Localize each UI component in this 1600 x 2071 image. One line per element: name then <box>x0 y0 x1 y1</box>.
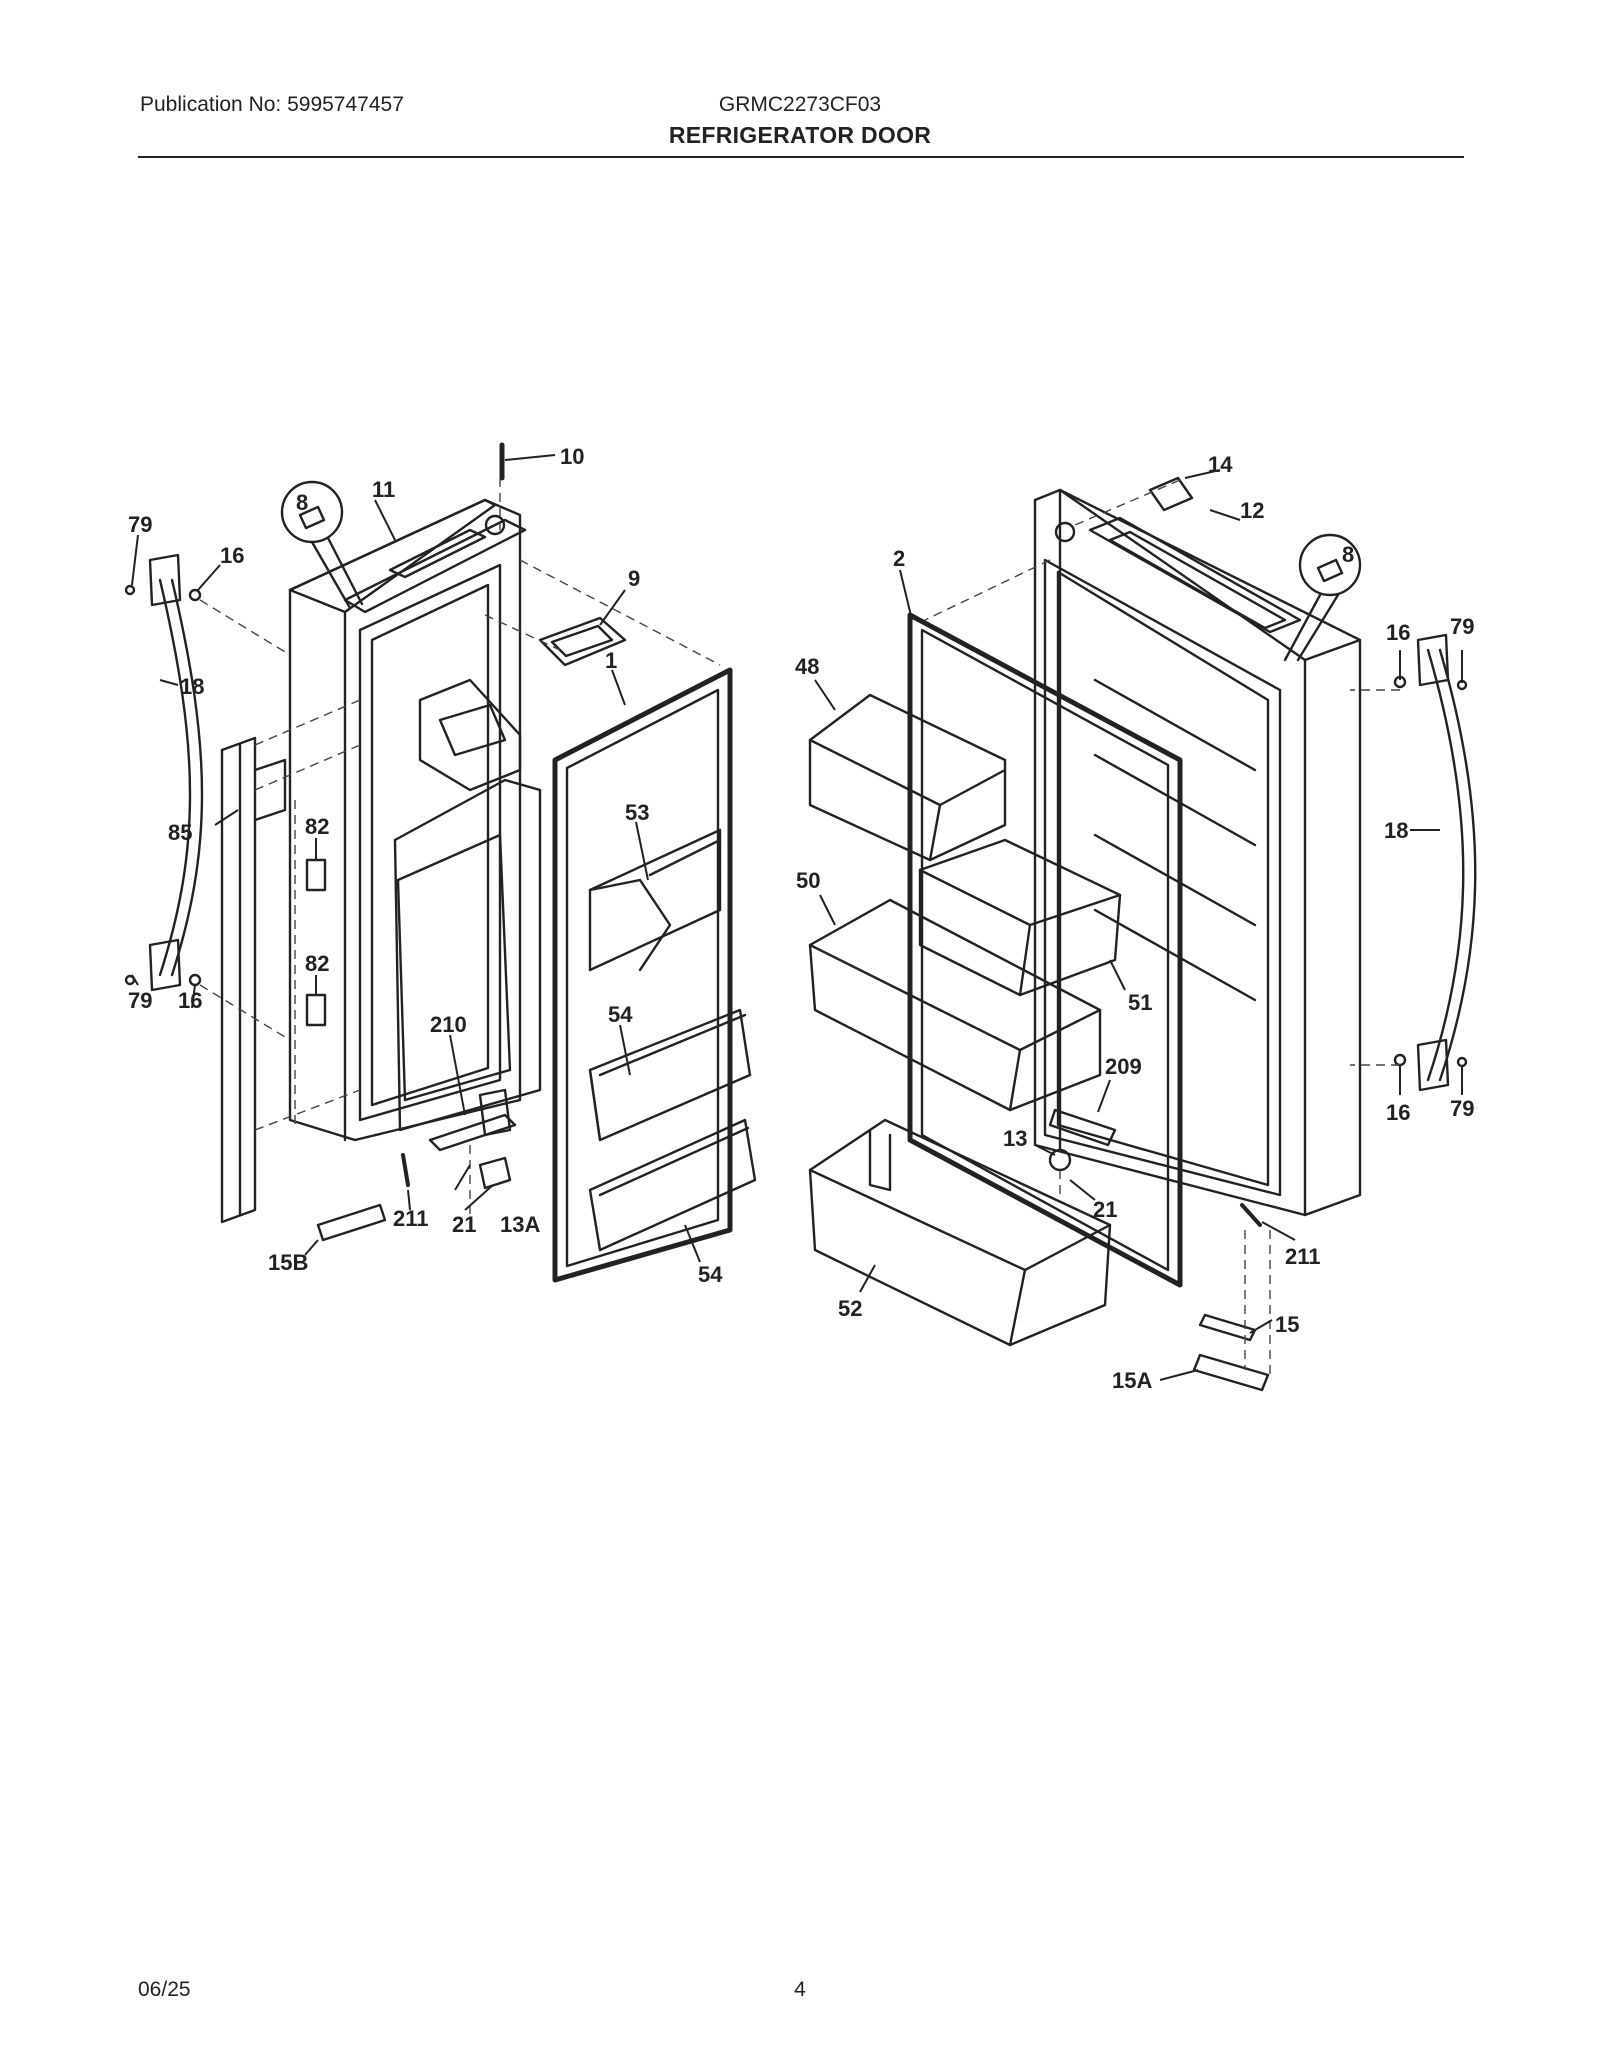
callout-8-left: 8 <box>296 490 308 515</box>
screw-16-top-left <box>188 588 202 602</box>
callout-52: 52 <box>838 1296 862 1321</box>
right-door-cabinet <box>1033 488 1362 1217</box>
hinge-block-82-upper <box>305 858 327 892</box>
screw-79-top-left <box>124 584 136 596</box>
assembly-guide-lines <box>199 478 1400 1380</box>
callout-48: 48 <box>795 654 819 679</box>
part-211-left <box>401 1153 410 1187</box>
detail-circle-8-right <box>1283 533 1362 662</box>
part-14 <box>1148 476 1194 512</box>
callout-16-top-left: 16 <box>220 543 244 568</box>
door-bin-53 <box>588 828 722 972</box>
callout-18-left: 18 <box>180 674 204 699</box>
callout-53: 53 <box>625 800 649 825</box>
part-15 <box>1198 1313 1257 1342</box>
callout-210: 210 <box>430 1012 467 1037</box>
callout-14: 14 <box>1208 452 1233 477</box>
callout-21-left: 21 <box>452 1212 476 1237</box>
callout-79-bottom-left: 79 <box>128 988 152 1013</box>
callout-labels: 10 11 8 79 16 9 1 18 85 82 53 82 79 16 5… <box>128 444 1474 1393</box>
detail-circle-8-left <box>280 480 364 610</box>
callout-9: 9 <box>628 566 640 591</box>
callout-82-upper: 82 <box>305 814 329 839</box>
door-bin-52 <box>808 1118 1112 1347</box>
top-trim-11 <box>343 518 527 614</box>
door-bin-54-lower <box>588 1118 757 1252</box>
handle-18-right <box>1416 633 1477 1092</box>
callout-50: 50 <box>796 868 820 893</box>
callout-leaders <box>131 454 1463 1381</box>
callout-16-bottom-right: 16 <box>1386 1100 1410 1125</box>
callout-13: 13 <box>1003 1126 1027 1151</box>
trim-strip-85 <box>220 736 287 1224</box>
left-door-assembly <box>288 498 542 1142</box>
callout-21-right: 21 <box>1093 1197 1117 1222</box>
part-211-right <box>1240 1203 1262 1227</box>
dispenser-recess <box>393 778 542 1132</box>
callout-82-lower: 82 <box>305 951 329 976</box>
model-number: GRMC2273CF03 <box>718 93 882 116</box>
door-gasket-2 <box>907 612 1183 1288</box>
footer-date: 06/25 <box>138 1978 191 2001</box>
callout-15B: 15B <box>268 1250 308 1275</box>
callout-211-right: 211 <box>1285 1244 1321 1269</box>
callout-209: 209 <box>1105 1054 1142 1079</box>
hinge-block-82-lower <box>305 993 327 1027</box>
callout-79-top-left: 79 <box>128 512 152 537</box>
callout-79-top-right: 79 <box>1450 614 1474 639</box>
bottom-hinge-209 <box>1048 1108 1117 1147</box>
callout-12: 12 <box>1240 498 1264 523</box>
callout-54-upper: 54 <box>608 1002 633 1027</box>
door-bin-54-upper <box>588 1008 752 1142</box>
callout-211-left: 211 <box>393 1206 429 1231</box>
callout-15: 15 <box>1275 1312 1299 1337</box>
page-title: REFRIGERATOR DOOR <box>668 122 932 148</box>
right-door-liner <box>1043 558 1282 1197</box>
screw-16-bottom-left <box>188 973 202 987</box>
publication-number: Publication No: 5995747457 <box>140 93 404 116</box>
screw-16-bottom-right <box>1393 1053 1407 1067</box>
left-door-cabinet-side <box>288 588 347 1142</box>
callout-16-bottom-left: 16 <box>178 988 202 1013</box>
right-door-assembly <box>1033 488 1362 1217</box>
header-divider <box>138 156 1464 158</box>
left-door-liner <box>358 563 502 1122</box>
callout-85: 85 <box>168 820 192 845</box>
callout-54-lower: 54 <box>698 1262 723 1287</box>
callout-79-bottom-right: 79 <box>1450 1096 1474 1121</box>
door-bin-48 <box>808 693 1007 862</box>
callout-1: 1 <box>605 648 617 673</box>
callout-18-right: 18 <box>1384 818 1408 843</box>
part-9-bracket <box>538 616 627 667</box>
part-13A <box>478 1156 512 1190</box>
page-number: 4 <box>794 1978 806 2001</box>
door-gasket-1 <box>552 667 733 1283</box>
callout-13A: 13A <box>500 1212 540 1237</box>
handle-18-left <box>148 553 204 992</box>
callout-11: 11 <box>372 477 395 502</box>
callout-8-right: 8 <box>1342 542 1354 567</box>
callout-15A: 15A <box>1112 1368 1152 1393</box>
bottom-hinge-210 <box>428 1088 517 1152</box>
callout-2: 2 <box>893 546 905 571</box>
part-15B <box>316 1203 387 1242</box>
callout-16-top-right: 16 <box>1386 620 1410 645</box>
callout-10: 10 <box>560 444 584 469</box>
door-bin-51 <box>918 838 1122 997</box>
part-15A <box>1192 1353 1270 1392</box>
screw-79-bottom-right <box>1456 1056 1468 1068</box>
callout-51: 51 <box>1128 990 1152 1015</box>
door-bin-50 <box>808 898 1102 1112</box>
